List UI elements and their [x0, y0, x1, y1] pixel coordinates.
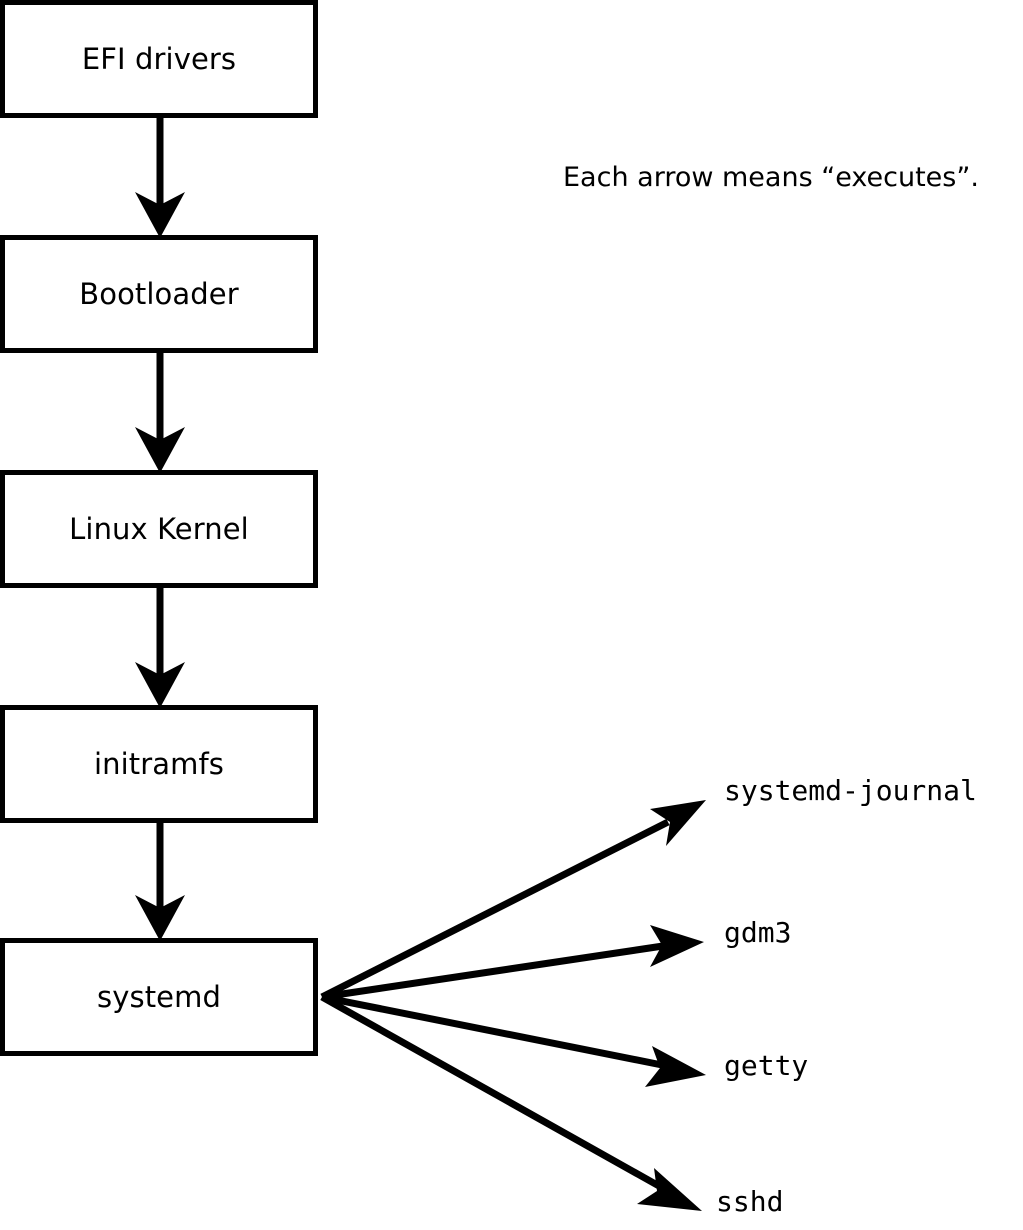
service-label-sshd: sshd	[716, 1185, 784, 1218]
arrow-systemd-to-gdm3	[321, 925, 704, 1001]
service-label-gdm3: gdm3	[724, 916, 792, 949]
arrow-bootloader-to-linux-kernel	[135, 353, 185, 473]
node-linux-kernel[interactable]: Linux Kernel	[0, 470, 318, 588]
node-systemd[interactable]: systemd	[0, 938, 318, 1056]
node-efi-drivers[interactable]: EFI drivers	[0, 0, 318, 118]
node-initramfs[interactable]: initramfs	[0, 705, 318, 823]
node-label-efi-drivers: EFI drivers	[81, 41, 237, 76]
node-label-systemd: systemd	[97, 979, 221, 1014]
diagram-caption: Each arrow means “executes”.	[563, 162, 979, 193]
arrow-systemd-to-getty	[321, 993, 706, 1087]
service-label-getty: getty	[724, 1049, 809, 1082]
node-label-initramfs: initramfs	[93, 746, 225, 781]
node-label-linux-kernel: Linux Kernel	[69, 511, 249, 546]
node-label-bootloader: Bootloader	[79, 276, 239, 311]
service-label-systemd-journal: systemd-journal	[724, 774, 977, 807]
arrow-linux-kernel-to-initramfs	[135, 588, 185, 708]
node-bootloader[interactable]: Bootloader	[0, 235, 318, 353]
arrow-initramfs-to-systemd	[135, 823, 185, 941]
arrow-efi-drivers-to-bootloader	[135, 118, 185, 238]
arrow-systemd-to-systemd-journal	[320, 800, 706, 1001]
arrow-systemd-to-sshd	[320, 993, 702, 1211]
